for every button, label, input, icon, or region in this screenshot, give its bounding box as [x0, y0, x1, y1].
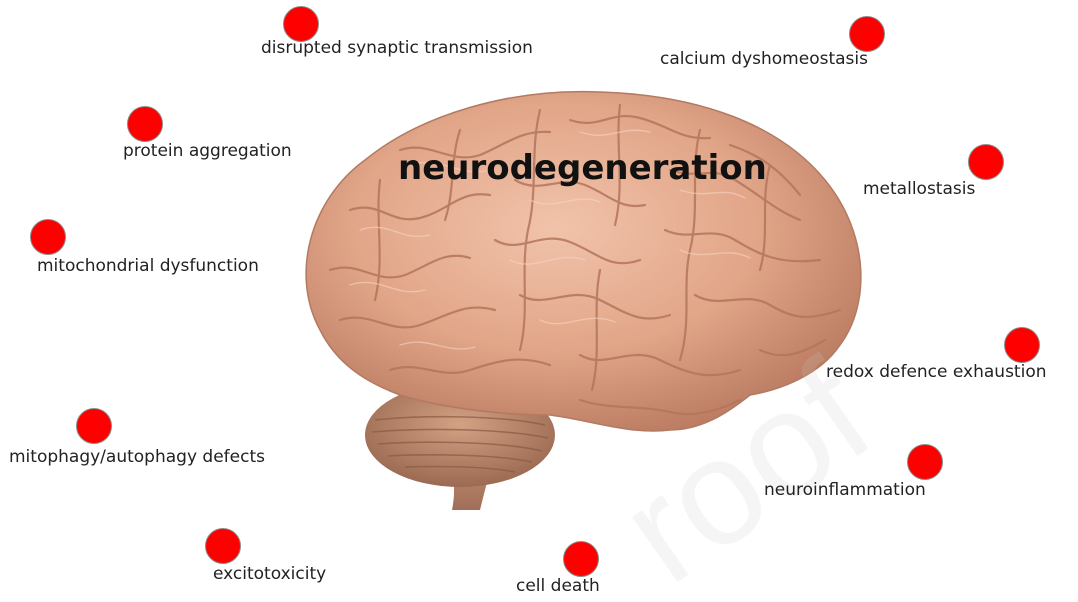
node-dot-mitophagy-autophagy-defects — [76, 408, 112, 444]
brain-image — [280, 70, 880, 520]
node-label-mitochondrial-dysfunction: mitochondrial dysfunction — [37, 256, 259, 276]
node-label-mitophagy-autophagy-defects: mitophagy/autophagy defects — [9, 447, 265, 467]
node-label-redox-defence-exhaustion: redox defence exhaustion — [826, 362, 1047, 382]
node-label-excitotoxicity: excitotoxicity — [213, 564, 326, 584]
node-label-neuroinflammation: neuroinflammation — [764, 480, 926, 500]
node-label-metallostasis: metallostasis — [863, 179, 975, 199]
node-dot-redox-defence-exhaustion — [1004, 327, 1040, 363]
node-dot-mitochondrial-dysfunction — [30, 219, 66, 255]
node-dot-metallostasis — [968, 144, 1004, 180]
node-dot-neuroinflammation — [907, 444, 943, 480]
node-dot-disrupted-synaptic-transmission — [283, 6, 319, 42]
node-dot-excitotoxicity — [205, 528, 241, 564]
node-label-cell-death: cell death — [516, 576, 600, 596]
central-title: neurodegeneration — [398, 148, 767, 188]
node-dot-cell-death — [563, 541, 599, 577]
node-label-calcium-dyshomeostasis: calcium dyshomeostasis — [660, 49, 868, 69]
node-dot-protein-aggregation — [127, 106, 163, 142]
node-dot-calcium-dyshomeostasis — [849, 16, 885, 52]
node-label-protein-aggregation: protein aggregation — [123, 141, 292, 161]
node-label-disrupted-synaptic-transmission: disrupted synaptic transmission — [261, 38, 533, 58]
